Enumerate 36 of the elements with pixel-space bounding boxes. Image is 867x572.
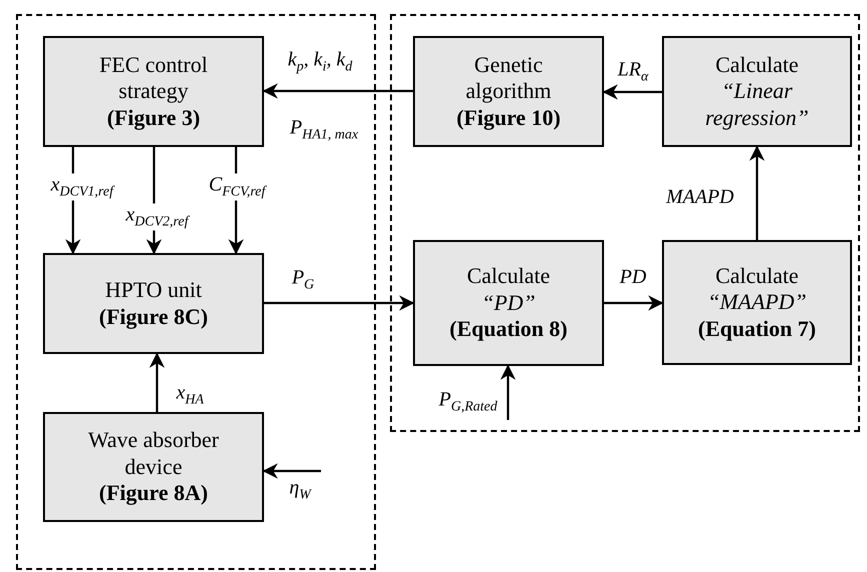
arrow <box>604 295 664 311</box>
arrow <box>264 295 415 311</box>
arrow <box>149 352 165 412</box>
edge-label: η$_{W}$ <box>288 476 313 504</box>
edge-label: PD <box>618 266 648 288</box>
edge-label: k$_{p}$, k$_{i}$, k$_{d}$ <box>286 48 354 76</box>
box-label: Calculate “MAAPD” (Equation 7) <box>697 262 817 342</box>
arrow <box>749 145 765 240</box>
edge-label: P$_{G,Rated}$ <box>438 388 498 416</box>
box-label: Calculate “PD” (Equation 8) <box>448 263 568 343</box>
process-box <box>43 36 264 147</box>
box-label: Genetic algorithm (Figure 10) <box>455 52 562 132</box>
edge-label: C$_{FCV,ref}$ <box>206 174 268 200</box>
dashed-region <box>16 14 376 570</box>
process-box <box>43 253 264 354</box>
edge-label: x$_{DCV1,ref}$ <box>48 174 116 200</box>
dashed-region <box>390 14 860 432</box>
process-box <box>43 412 264 522</box>
edge-label: x$_{DCV2,ref}$ <box>124 204 190 230</box>
arrow <box>262 83 413 99</box>
edge-label: LR$_{α}$ <box>616 58 650 86</box>
box-label: Wave absorber device (Figure 8A) <box>87 427 220 507</box>
box-label: FEC control strategy (Figure 3) <box>98 52 209 132</box>
edge-label: P$_{G}$ <box>290 266 316 294</box>
edge-label: x$_{HA}$ <box>175 382 205 408</box>
process-box <box>662 36 852 147</box>
arrow <box>500 364 516 420</box>
edge-label: MAAPD <box>665 186 735 208</box>
box-label: HPTO unit (Figure 8C) <box>98 277 209 330</box>
signal-label: P$_{HA1, max}$ <box>288 116 360 144</box>
process-box <box>413 36 604 147</box>
box-label: Calculate “Linear regression” <box>704 52 810 132</box>
process-box <box>662 240 852 365</box>
arrow <box>262 463 321 479</box>
process-box <box>413 240 604 366</box>
arrow <box>602 84 662 100</box>
